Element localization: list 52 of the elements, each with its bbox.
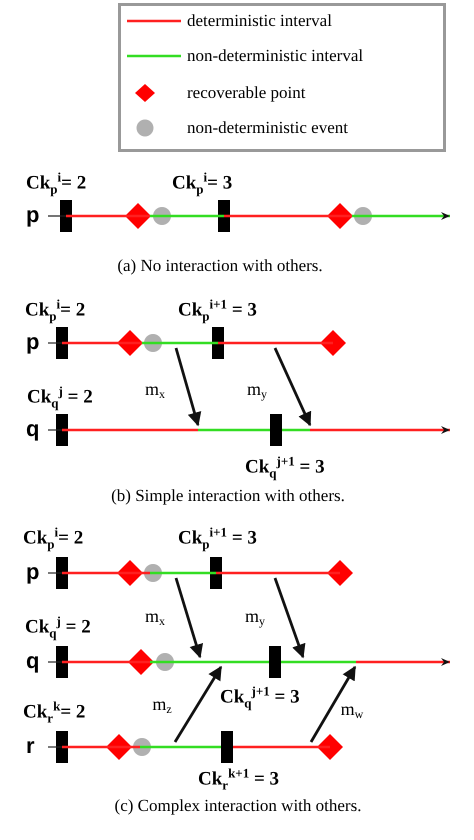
checkpoint-bar bbox=[218, 200, 230, 232]
checkpoint-bar bbox=[56, 414, 68, 446]
message-label: m$_{w}$ bbox=[340, 700, 364, 720]
checkpoint-bar bbox=[212, 327, 224, 359]
message-label: m$_{z}$ bbox=[152, 695, 172, 715]
process-timeline bbox=[48, 657, 450, 667]
process-label: q bbox=[26, 650, 40, 672]
checkpoint-label: Ck$_{p}$$^{i}$= 2 bbox=[26, 170, 86, 196]
message-label: m$_{y}$ bbox=[247, 380, 267, 400]
checkpoint-label: Ck$_{p}$$^{i+1}$ = 3 bbox=[178, 526, 257, 550]
checkpoint-label: Ck$_{q}$$^{j}$ = 2 bbox=[27, 384, 93, 410]
checkpoint-bar bbox=[221, 731, 233, 763]
legend-label: non-deterministic event bbox=[187, 118, 348, 138]
message-label: m$_{y}$ bbox=[245, 607, 265, 627]
checkpoint-label: Ck$_{q}$$^{j}$ = 2 bbox=[25, 614, 91, 640]
process-label: q bbox=[26, 418, 40, 440]
process-label: p bbox=[26, 204, 40, 226]
message-label: m$_{x}$ bbox=[145, 380, 165, 400]
process-timeline bbox=[48, 425, 450, 435]
checkpoint-label: Ck$_{p}$$^{i}$= 3 bbox=[172, 170, 232, 196]
legend-label: non-deterministic interval bbox=[187, 46, 364, 66]
message-label: m$_{x}$ bbox=[145, 607, 165, 627]
checkpoint-label: Ck$_{r}$$^{k+1}$ = 3 bbox=[198, 766, 280, 792]
message-arrow bbox=[174, 578, 204, 658]
process-label: r bbox=[26, 734, 35, 757]
checkpoint-bar bbox=[60, 200, 72, 232]
checkpoint-bar bbox=[56, 646, 68, 678]
checkpoint-label: Ck$_{p}$$^{i+1}$ = 3 bbox=[178, 298, 257, 322]
checkpoint-bar bbox=[56, 557, 68, 589]
checkpoint-bar bbox=[270, 414, 282, 446]
message-arrow bbox=[310, 666, 356, 743]
process-label: p bbox=[26, 330, 40, 353]
process-label: p bbox=[26, 560, 40, 583]
checkpoint-bar bbox=[269, 646, 281, 678]
checkpoint-label: Ck$_{q}$$^{j+1}$ = 3 bbox=[220, 684, 300, 710]
panel-caption: (b) Simple interaction with others. bbox=[111, 486, 345, 506]
message-arrow bbox=[174, 348, 202, 426]
message-arrow bbox=[274, 578, 306, 658]
checkpoint-label: Ck$_{q}$$^{j+1}$ = 3 bbox=[245, 454, 325, 480]
message-arrow bbox=[174, 666, 222, 743]
checkpoint-bar bbox=[56, 731, 68, 763]
panel-caption: (a) No interaction with others. bbox=[117, 256, 323, 276]
checkpoint-label: Ck$_{p}$$^{i}$= 2 bbox=[25, 298, 86, 322]
legend-label: recoverable point bbox=[187, 83, 306, 103]
panel-caption: (c) Complex interaction with others. bbox=[114, 796, 362, 816]
checkpoint-bar bbox=[210, 557, 222, 589]
process-timeline bbox=[48, 211, 450, 221]
checkpoint-label: Ck$_{p}$$^{i}$= 2 bbox=[23, 526, 84, 550]
checkpoint-bar bbox=[56, 327, 68, 359]
checkpoint-label: Ck$_{r}$$^{k}$= 2 bbox=[23, 700, 86, 724]
legend-label: deterministic interval bbox=[187, 11, 332, 31]
message-arrow bbox=[274, 347, 312, 426]
